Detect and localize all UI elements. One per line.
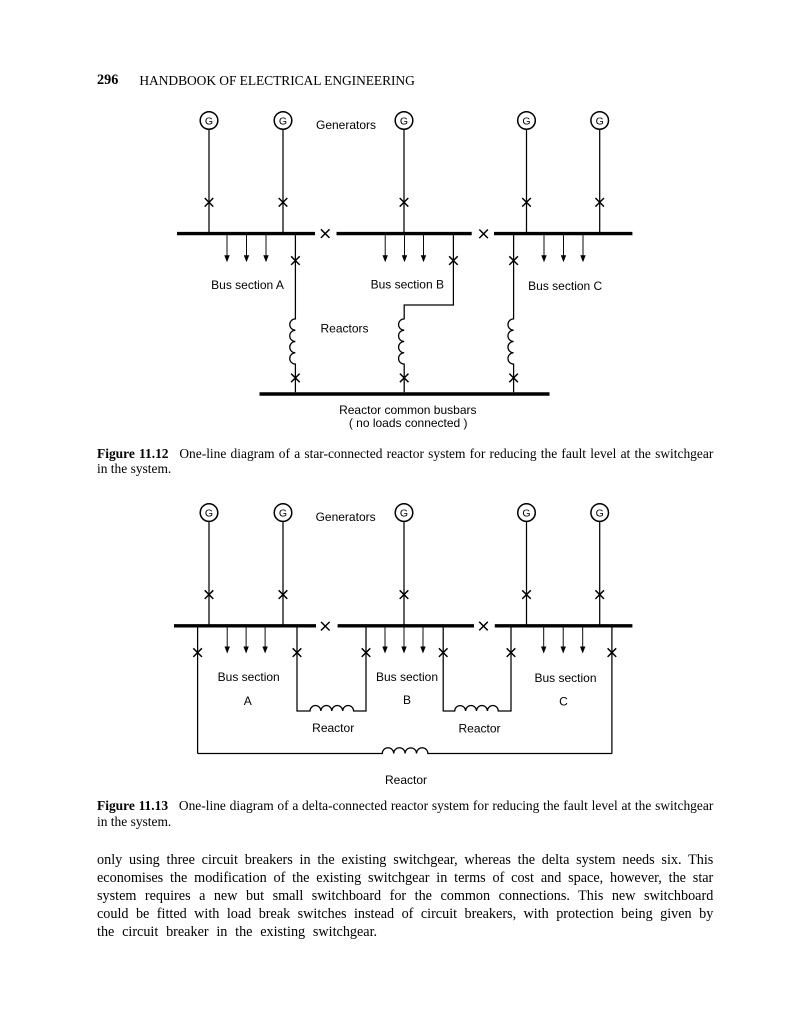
- svg-text:Reactor: Reactor: [458, 721, 500, 735]
- svg-text:B: B: [403, 693, 411, 707]
- svg-text:Bus section: Bus section: [376, 670, 438, 684]
- svg-text:A: A: [244, 694, 252, 708]
- svg-text:Reactor: Reactor: [312, 721, 354, 735]
- svg-text:Generators: Generators: [316, 510, 376, 524]
- svg-text:Reactor common busbars: Reactor common busbars: [339, 403, 476, 417]
- svg-text:C: C: [559, 695, 568, 709]
- svg-text:( no loads connected ): ( no loads connected ): [349, 416, 468, 430]
- svg-text:Bus section: Bus section: [534, 671, 596, 685]
- svg-text:Reactors: Reactors: [320, 322, 368, 336]
- svg-text:Generators: Generators: [316, 118, 376, 132]
- svg-text:Bus section B: Bus section B: [371, 278, 444, 292]
- svg-text:Bus section A: Bus section A: [211, 278, 284, 292]
- svg-text:Bus section: Bus section: [218, 670, 280, 684]
- svg-text:Reactor: Reactor: [385, 773, 427, 787]
- svg-text:Bus section C: Bus section C: [528, 279, 602, 293]
